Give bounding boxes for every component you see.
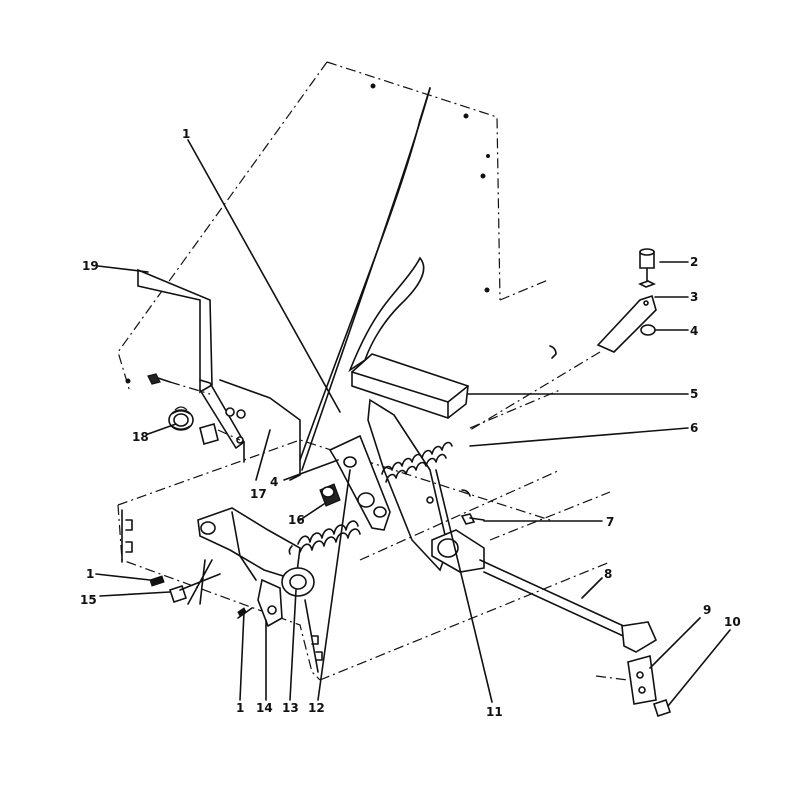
callout-14: 14 (256, 701, 273, 715)
callout-11: 11 (486, 705, 503, 719)
pedal-arm (348, 256, 425, 373)
link-plate (319, 434, 391, 531)
left-bottom-fasteners (149, 573, 253, 619)
callout-12: 12 (308, 701, 325, 715)
callout-16: 16 (288, 513, 305, 527)
callout-6: 6 (690, 421, 698, 435)
callout-1-top: 1 (182, 127, 190, 141)
callout-2: 2 (690, 255, 698, 269)
pedal-pad (351, 353, 469, 419)
callout-7: 7 (606, 515, 614, 529)
screw-7 (460, 513, 485, 525)
spring-6 (381, 345, 561, 497)
actuator-rod (431, 491, 658, 653)
callout-labels: 1 2 3 4 5 6 7 8 9 10 11 12 13 14 1 15 1 … (80, 127, 741, 719)
pivot-assembly (187, 507, 315, 628)
spring-16 (288, 520, 361, 555)
leader-lines (95, 139, 731, 707)
bracket-screw (147, 373, 235, 417)
callout-5: 5 (690, 387, 698, 401)
callout-4-right: 4 (690, 324, 698, 338)
callout-15: 15 (80, 593, 97, 607)
pedal-lever (367, 398, 449, 572)
callout-3: 3 (690, 290, 698, 304)
shield-panel (299, 87, 431, 471)
callout-13: 13 (282, 701, 299, 715)
callout-18: 18 (132, 430, 149, 444)
callout-10: 10 (724, 615, 741, 629)
callout-19: 19 (82, 259, 99, 273)
right-hardware (469, 248, 657, 431)
left-bracket (137, 268, 301, 481)
callout-8: 8 (604, 567, 612, 581)
callout-4-center: 4 (270, 475, 278, 489)
callout-9: 9 (703, 603, 711, 617)
clevis-bracket (595, 654, 672, 718)
callout-1-bottom: 1 (236, 701, 244, 715)
callout-1-left: 1 (86, 567, 94, 581)
mounting-plate-outline (117, 61, 549, 393)
base-plate (117, 439, 611, 681)
callout-17: 17 (250, 487, 267, 501)
